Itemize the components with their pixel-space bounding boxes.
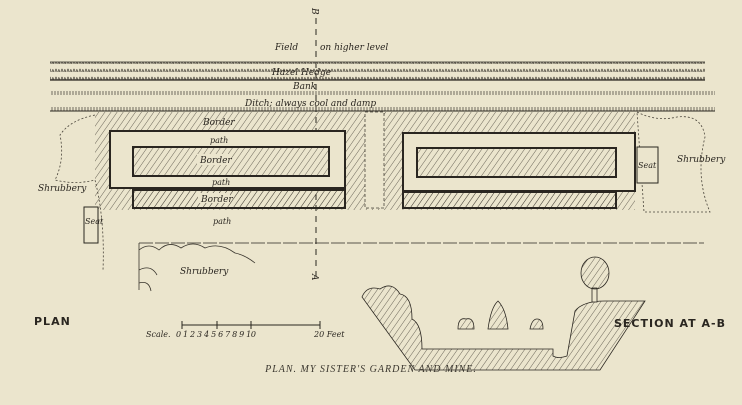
section-profile	[361, 285, 646, 371]
ditch-edge	[50, 107, 715, 111]
bottom-shrubbery	[138, 243, 256, 292]
right-border-bed	[416, 147, 617, 178]
section-marker-b: B	[309, 7, 319, 15]
plan-label: PLAN	[34, 315, 71, 328]
border-lower-label: Border	[200, 195, 233, 205]
field-level-label: on higher level	[320, 43, 388, 53]
shrubbery-right-label: Shrubbery	[677, 155, 726, 165]
left-shrubbery	[54, 114, 104, 271]
scale-prefix: Scale.	[146, 330, 171, 339]
right-seat	[636, 146, 659, 184]
seat-right-label: Seat	[638, 161, 657, 170]
left-seat	[83, 206, 99, 244]
section-tree	[580, 256, 610, 303]
path-bottom-label: path	[213, 217, 231, 226]
path-1-label: path	[210, 136, 228, 145]
shrubbery-left-label: Shrubbery	[38, 184, 87, 194]
bank-edge	[50, 91, 715, 95]
section-marker-a: A	[309, 273, 319, 281]
shrubbery-bottom-label: Shrubbery	[180, 267, 229, 277]
field-label: Field	[274, 43, 298, 53]
hazel-hedge	[50, 62, 705, 80]
figure-caption: PLAN. MY SISTER'S GARDEN AND MINE.	[264, 364, 477, 375]
middle-shrub-column	[364, 111, 385, 209]
hedge-label: Hazel Hedge	[271, 68, 331, 78]
border-top-label: Border	[202, 118, 235, 128]
seat-left-label: Seat	[85, 217, 104, 226]
scale-bar	[181, 321, 321, 329]
scale-end: 20 Feet	[313, 330, 345, 339]
lower-border-bed	[132, 189, 346, 209]
bank-label: Bank	[292, 82, 316, 92]
border-middle-label: Border	[199, 156, 232, 166]
right-lower-border-bed	[402, 191, 617, 209]
section-label: SECTION AT A-B	[614, 317, 726, 330]
ditch-label: Ditch; always cool and damp	[244, 99, 376, 109]
path-2-label: path	[212, 178, 230, 187]
section-shrubs	[457, 300, 544, 330]
scale-ticks: 0 1 2 3 4 5 6 7 8 9 10	[176, 330, 256, 339]
